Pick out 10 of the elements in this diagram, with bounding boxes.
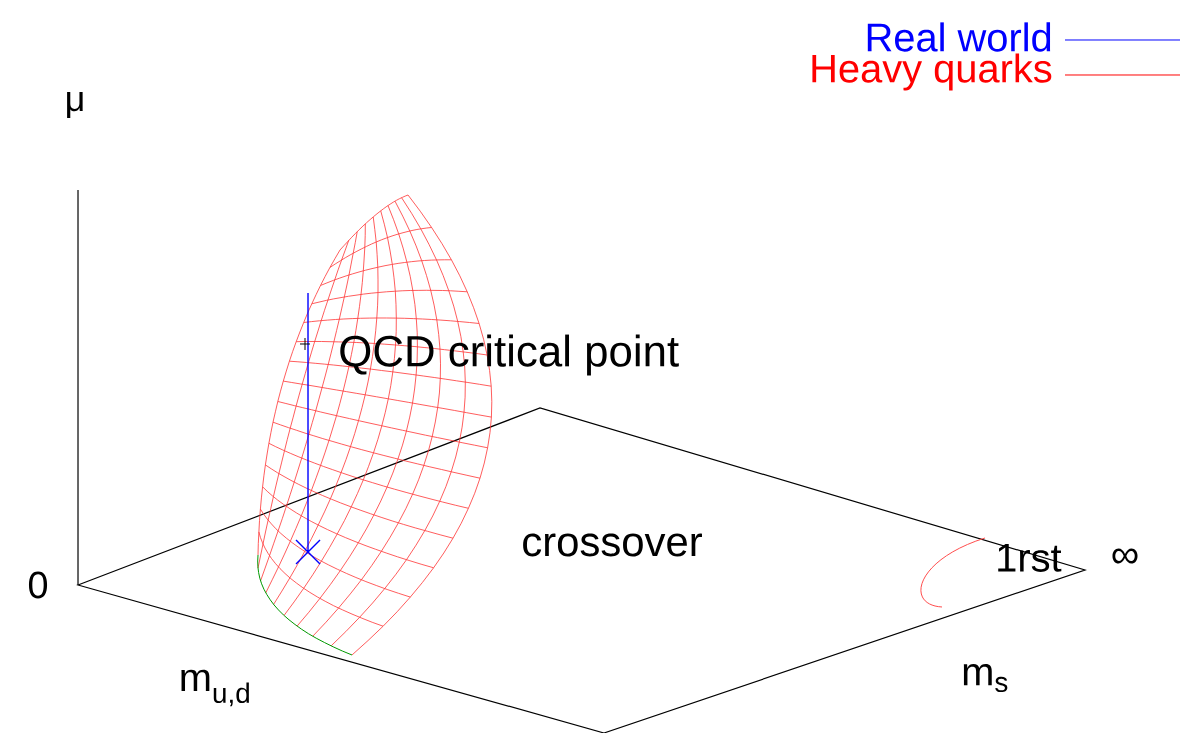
region-label: crossover <box>523 533 702 557</box>
axis-label: ∞ <box>1112 548 1138 564</box>
point-label: QCD critical point <box>340 334 679 376</box>
region-label: 1rst <box>998 544 1062 572</box>
legend-label: Real world <box>867 22 1051 52</box>
legend-label: Heavy quarks <box>812 53 1052 91</box>
axis-label: m$_{s}$ <box>963 663 1008 693</box>
axis-label: 0 <box>28 571 48 599</box>
axis-label: μ <box>67 92 83 118</box>
axis-label: m$_{u,d}$ <box>181 669 249 707</box>
